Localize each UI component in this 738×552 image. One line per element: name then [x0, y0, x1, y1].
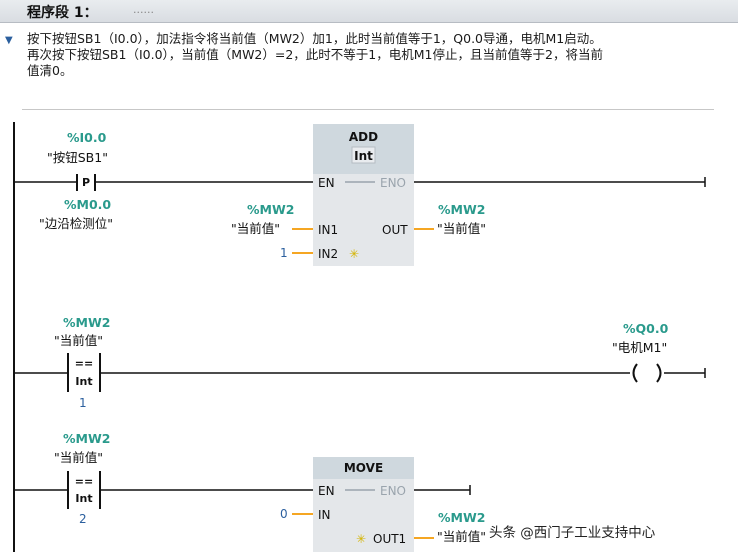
compare-contact-1 [67, 353, 101, 392]
move-out-address: %MW2 [438, 510, 486, 525]
add-in2-value[interactable]: 1 [280, 246, 288, 260]
add-in1-address: %MW2 [247, 202, 295, 217]
add-out-name[interactable]: "当前值" [437, 221, 486, 236]
compare2-value[interactable]: 2 [79, 512, 87, 526]
contact-address: %I0.0 [67, 130, 107, 145]
add-out-pin: OUT [382, 223, 408, 237]
move-output-star-icon[interactable]: ✳ [356, 532, 367, 546]
collapse-triangle-icon[interactable]: ▼ [5, 35, 13, 46]
compare2-name: "当前值" [54, 450, 103, 465]
add-block [313, 124, 414, 266]
add-in1-pin: IN1 [318, 223, 339, 237]
add-en-pin: EN [318, 176, 335, 190]
edge-bit-address: %M0.0 [64, 197, 112, 212]
move-eno-pin: ENO [380, 484, 407, 498]
contact-tag-name: "按钮SB1" [47, 150, 108, 165]
move-block [313, 457, 414, 552]
add-in2-pin: IN2 [318, 247, 339, 261]
rung-2-wires [14, 368, 706, 378]
comment-line-3: 值清0。 [27, 63, 73, 78]
rung-1-wires [14, 177, 706, 187]
compare2-type[interactable]: Int [75, 492, 93, 505]
compare1-name: "当前值" [54, 333, 103, 348]
segment-title-placeholder[interactable]: ...... [133, 3, 154, 16]
compare1-value[interactable]: 1 [79, 396, 87, 410]
compare2-address: %MW2 [63, 431, 111, 446]
p-contact-symbol[interactable]: P [81, 176, 91, 189]
p-contact [76, 174, 96, 191]
add-block-title[interactable]: ADD [348, 130, 379, 144]
add-input-star-icon[interactable]: ✳ [349, 247, 360, 261]
comment-line-1: 按下按钮SB1（I0.0），加法指令将当前值（MW2）加1，此时当前值等于1，Q… [27, 31, 602, 46]
compare1-operator[interactable]: == [74, 357, 94, 370]
add-eno-pin: ENO [380, 176, 407, 190]
segment-title: 程序段 1： [27, 5, 98, 21]
move-out1-pin: OUT1 [373, 532, 407, 546]
move-in-value[interactable]: 0 [280, 507, 288, 521]
add-type-selector[interactable]: Int [354, 149, 373, 163]
add-out-address: %MW2 [438, 202, 486, 217]
move-block-title[interactable]: MOVE [343, 461, 384, 475]
add-pin-wires [292, 228, 434, 254]
coil-name: "电机M1" [612, 340, 668, 355]
segment-header[interactable]: 程序段 1： ...... [0, 0, 738, 23]
rung-3-wires [14, 485, 471, 495]
compare1-address: %MW2 [63, 315, 111, 330]
move-en-pin: EN [318, 484, 335, 498]
coil-address: %Q0.0 [623, 321, 669, 336]
move-out-name[interactable]: "当前值" [437, 529, 486, 544]
comment-line-2: 再次按下按钮SB1（I0.0），当前值（MW2）=2，此时不等于1，电机M1停止… [27, 47, 603, 62]
move-in-pin: IN [318, 508, 331, 522]
edge-bit-name: "边沿检测位" [39, 216, 113, 231]
coil [632, 363, 662, 383]
move-pin-wires [292, 513, 434, 539]
watermark: 头条 @西门子工业支持中心 [489, 525, 656, 541]
compare-contact-2 [67, 471, 101, 509]
comment-divider [22, 109, 714, 110]
compare2-operator[interactable]: == [74, 475, 94, 488]
compare1-type[interactable]: Int [75, 375, 93, 388]
add-in1-name[interactable]: "当前值" [231, 221, 280, 236]
